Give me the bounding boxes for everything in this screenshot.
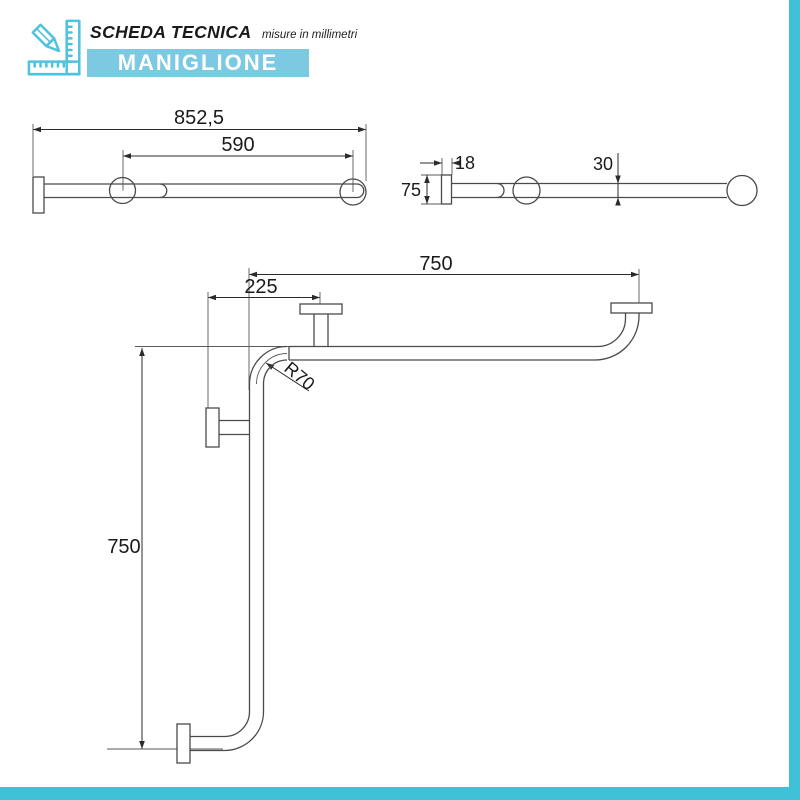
dim-fixing-centers-label: 590 <box>221 134 254 156</box>
dimension-tube-diameter: 30 <box>593 153 621 206</box>
dimension-vertical-length: 750 <box>107 346 289 750</box>
side-view-bar <box>440 174 758 207</box>
dim-flange-height-label: 75 <box>401 180 421 200</box>
dim-top-length-label: 750 <box>419 253 452 275</box>
dimension-fixing-centers: 590 <box>122 134 354 192</box>
top-view-drawing: 852,5 590 <box>32 107 367 214</box>
front-view-drawing: 750 225 750 R70 <box>107 253 653 764</box>
side-view-drawing: 18 75 30 <box>401 153 758 207</box>
dimension-side-offset: 225 <box>207 276 321 408</box>
dim-bend-radius-label: R70 <box>280 358 318 395</box>
frame-border-right <box>789 0 800 800</box>
product-banner-label: MANIGLIONE <box>117 50 279 75</box>
sheet-subtitle: misure in millimetri <box>261 29 358 41</box>
dimension-overall-length: 852,5 <box>32 107 367 181</box>
dimension-top-length: 750 <box>248 253 640 390</box>
frame-border-bottom <box>0 787 800 800</box>
front-view-bar <box>176 302 653 764</box>
dim-flange-depth-label: 18 <box>455 153 475 173</box>
dim-side-offset-label: 225 <box>244 276 277 298</box>
dim-tube-diameter-label: 30 <box>593 154 613 174</box>
sheet-title: SCHEDA TECNICA <box>90 22 252 42</box>
top-view-bar <box>32 176 367 214</box>
dim-vertical-length-label: 750 <box>107 536 140 558</box>
product-banner: MANIGLIONE <box>87 49 309 77</box>
dimension-flange-depth: 18 <box>420 153 475 175</box>
header: SCHEDA TECNICA misure in millimetri MANI… <box>0 0 420 95</box>
dim-overall-length-label: 852,5 <box>174 107 224 129</box>
ruler-pencil-icon <box>27 19 81 76</box>
dimension-flange-height: 75 <box>401 174 441 205</box>
